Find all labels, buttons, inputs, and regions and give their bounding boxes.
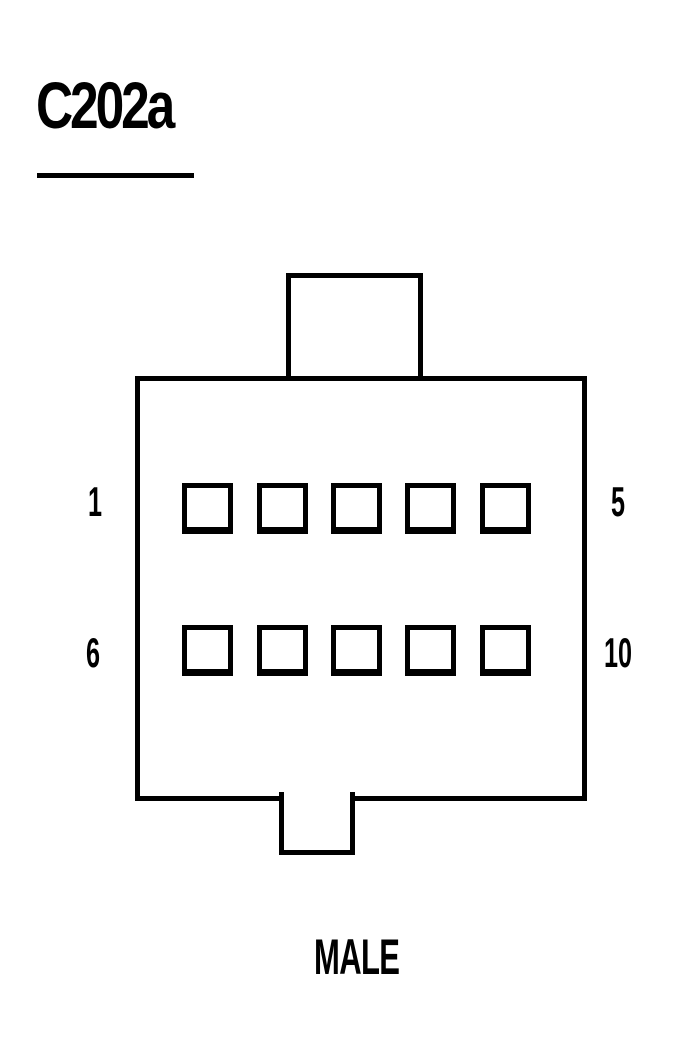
pin-10 — [480, 625, 531, 676]
pin-9 — [405, 625, 456, 676]
pin-8 — [331, 625, 382, 676]
title-underline — [37, 173, 194, 178]
pin-label-5: 5 — [611, 478, 626, 525]
pin-5 — [480, 483, 531, 534]
pin-label-10: 10 — [604, 629, 633, 676]
pin-label-1: 1 — [88, 478, 103, 525]
gender-label: MALE — [314, 929, 400, 985]
pin-7 — [257, 625, 308, 676]
pin-1 — [182, 483, 233, 534]
connector-title: C202a — [36, 68, 175, 142]
pin-6 — [182, 625, 233, 676]
pin-3 — [331, 483, 382, 534]
bottom-key-cover — [284, 790, 350, 802]
pin-4 — [405, 483, 456, 534]
connector-body — [135, 376, 587, 801]
connector-bottom-key — [279, 792, 355, 855]
pin-label-6: 6 — [86, 629, 101, 676]
connector-top-latch — [286, 273, 423, 385]
pin-2 — [257, 483, 308, 534]
